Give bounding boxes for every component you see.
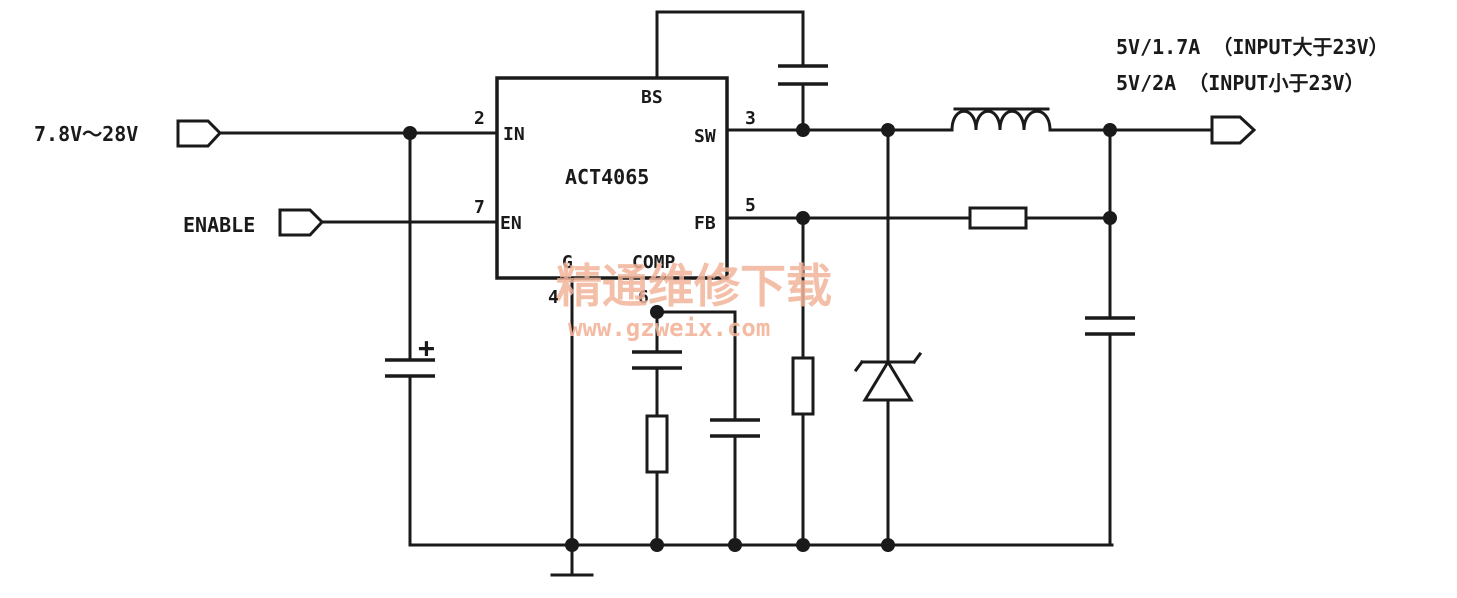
pin-label-in: IN xyxy=(503,124,525,145)
feedback-resistor-bottom xyxy=(791,356,815,416)
output-spec-line1: 5V/1.7A （INPUT大于23V） xyxy=(1116,35,1389,59)
bootstrap-capacitor xyxy=(778,64,828,86)
pin-label-comp: COMP xyxy=(632,252,676,273)
compensation-capacitor-2 xyxy=(710,418,760,438)
output-inductor xyxy=(950,107,1052,132)
pin-label-g: G xyxy=(562,252,573,273)
feedback-resistor-top xyxy=(968,206,1028,230)
input-voltage-label: 7.8V～28V xyxy=(34,122,138,146)
enable-label: ENABLE xyxy=(183,213,255,237)
pin-label-bs: BS xyxy=(641,87,663,108)
output-spec-line2: 5V/2A （INPUT小于23V） xyxy=(1116,71,1365,95)
enable-port-symbol xyxy=(278,208,325,237)
junction-dots xyxy=(403,123,1117,552)
pin-number-en: 7 xyxy=(474,197,485,218)
ic-body xyxy=(495,76,729,280)
pin-number-in: 2 xyxy=(474,108,485,129)
catch-diode xyxy=(853,351,923,402)
pin-number-fb: 5 xyxy=(745,195,756,216)
pin-label-fb: FB xyxy=(694,213,716,234)
watermark-title: 精通维修下载 xyxy=(556,259,832,313)
pin-number-comp: 6 xyxy=(638,287,649,308)
polarity-mark: + xyxy=(418,331,435,364)
pin-number-g: 4 xyxy=(548,287,559,308)
watermark-url: www.gzweix.com xyxy=(568,314,770,342)
ic-name: ACT4065 xyxy=(565,165,649,189)
output-capacitor xyxy=(1085,316,1135,336)
input-capacitor xyxy=(385,358,435,378)
pin-label-en: EN xyxy=(500,213,522,234)
compensation-capacitor xyxy=(632,350,682,370)
pin-number-sw: 3 xyxy=(745,108,756,129)
compensation-resistor xyxy=(645,414,669,474)
output-port-symbol xyxy=(1210,115,1257,145)
pin-label-sw: SW xyxy=(694,126,716,147)
input-port-symbol xyxy=(176,119,223,148)
